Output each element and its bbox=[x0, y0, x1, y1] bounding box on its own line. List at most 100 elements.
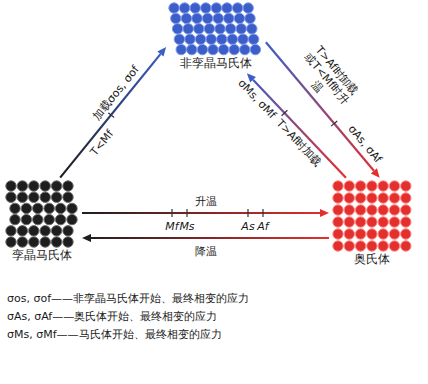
lattice-atom bbox=[51, 237, 61, 247]
lattice-atom bbox=[44, 203, 54, 213]
lattice-atom bbox=[181, 13, 191, 23]
lattice-atom bbox=[378, 241, 388, 251]
lattice-atom bbox=[194, 24, 204, 34]
lattice-atom bbox=[229, 44, 239, 54]
symbol-note: σos, σof——非孪晶马氏体开始、最终相变的应力 bbox=[6, 292, 250, 305]
lattice-atom bbox=[51, 226, 61, 236]
tick-mark bbox=[247, 209, 248, 217]
lattice-atom bbox=[63, 226, 73, 236]
lattice-atom bbox=[355, 229, 365, 239]
lattice-atom bbox=[17, 226, 27, 236]
lattice-atom bbox=[344, 205, 354, 215]
lattice-atom bbox=[389, 241, 399, 251]
lattice-atom bbox=[236, 24, 246, 34]
lattice-atom bbox=[67, 203, 77, 213]
lattice-atom bbox=[333, 217, 343, 227]
lattice-atom bbox=[389, 205, 399, 215]
lattice-atom bbox=[222, 3, 232, 13]
lattice-atom bbox=[33, 203, 43, 213]
transition-arrow bbox=[60, 47, 166, 178]
lattice-atom bbox=[29, 192, 39, 202]
lattice-atom bbox=[401, 229, 411, 239]
transition-label: T>Af时加载 bbox=[273, 116, 325, 170]
lattice-atom bbox=[44, 214, 54, 224]
lattice-atom bbox=[17, 237, 27, 247]
lattice-atom bbox=[378, 229, 388, 239]
lattice-atom bbox=[378, 181, 388, 191]
lattice-atom bbox=[6, 226, 16, 236]
arrow-head bbox=[320, 209, 329, 217]
lattice-atom bbox=[29, 181, 39, 191]
lattice-atom bbox=[247, 24, 257, 34]
lattice-atom bbox=[195, 34, 205, 44]
lattice-atom bbox=[367, 241, 377, 251]
lattice-atom bbox=[10, 203, 20, 213]
lattice-atom bbox=[378, 193, 388, 203]
lattice-atom bbox=[401, 193, 411, 203]
lattice-atom bbox=[40, 226, 50, 236]
lattice-atom bbox=[389, 217, 399, 227]
lattice-atom bbox=[185, 34, 195, 44]
lattice-atom bbox=[240, 44, 250, 54]
lattice-atom bbox=[355, 205, 365, 215]
lattice-atom bbox=[333, 241, 343, 251]
lattice-atom bbox=[211, 3, 221, 13]
lattice-atom bbox=[192, 13, 202, 23]
arrow-head bbox=[82, 234, 91, 242]
tick-mark bbox=[108, 112, 114, 117]
lattice-atom bbox=[367, 193, 377, 203]
lattice-atom bbox=[6, 192, 16, 202]
lattice-atom bbox=[401, 217, 411, 227]
lattice-atom bbox=[355, 193, 365, 203]
tick-mark bbox=[282, 110, 288, 116]
phase-name: 奥氏体 bbox=[332, 252, 412, 267]
lattice-atom bbox=[6, 181, 16, 191]
lattice-atom bbox=[217, 34, 227, 44]
lattice-atom bbox=[389, 229, 399, 239]
lattice-atom bbox=[40, 192, 50, 202]
arrow-head bbox=[371, 168, 380, 177]
lattice-atom bbox=[355, 217, 365, 227]
transition-arrow bbox=[82, 209, 329, 217]
lattice-atom bbox=[197, 44, 207, 54]
lattice-atom bbox=[355, 181, 365, 191]
lattice-atom bbox=[333, 229, 343, 239]
lattice-atom bbox=[204, 24, 214, 34]
lattice-atom bbox=[234, 13, 244, 23]
lattice-atom bbox=[225, 24, 235, 34]
lattice-atom bbox=[389, 181, 399, 191]
lattice-atom bbox=[344, 241, 354, 251]
lattice-atom bbox=[250, 44, 260, 54]
lattice-atom bbox=[367, 205, 377, 215]
lattice-atom bbox=[55, 214, 65, 224]
lattice-atom bbox=[10, 214, 20, 224]
lattice-atom bbox=[190, 3, 200, 13]
lattice-atom bbox=[29, 237, 39, 247]
lattice-atom bbox=[29, 226, 39, 236]
transition-label: 加载σos, σof bbox=[89, 62, 142, 123]
lattice-atom bbox=[33, 214, 43, 224]
tick-mark bbox=[186, 209, 187, 217]
lattice-atom bbox=[176, 44, 186, 54]
lattice-atom bbox=[17, 192, 27, 202]
lattice-atom bbox=[208, 44, 218, 54]
lattice-atom bbox=[218, 44, 228, 54]
phase-node: 非孪晶马氏体 bbox=[168, 2, 264, 71]
lattice-atom bbox=[401, 205, 411, 215]
lattice-atom bbox=[201, 3, 211, 13]
lattice-figure bbox=[5, 180, 79, 248]
lattice-atom bbox=[40, 237, 50, 247]
lattice-atom bbox=[202, 13, 212, 23]
lattice-atom bbox=[51, 192, 61, 202]
lattice-atom bbox=[63, 181, 73, 191]
temperature-label: Ms bbox=[178, 220, 195, 233]
arrow-shaft bbox=[82, 212, 320, 214]
phase-node: 奥氏体 bbox=[332, 180, 412, 267]
lattice-atom bbox=[367, 217, 377, 227]
phase-name: 孪晶马氏体 bbox=[5, 248, 79, 263]
symbol-note: σMs, σMf——马氏体开始、最终相变的应力 bbox=[6, 328, 223, 341]
lattice-atom bbox=[6, 237, 16, 247]
lattice-atom bbox=[213, 13, 223, 23]
transition-label: T>Af时卸载 或T<Mf时升温 bbox=[290, 40, 364, 117]
lattice-atom bbox=[344, 217, 354, 227]
